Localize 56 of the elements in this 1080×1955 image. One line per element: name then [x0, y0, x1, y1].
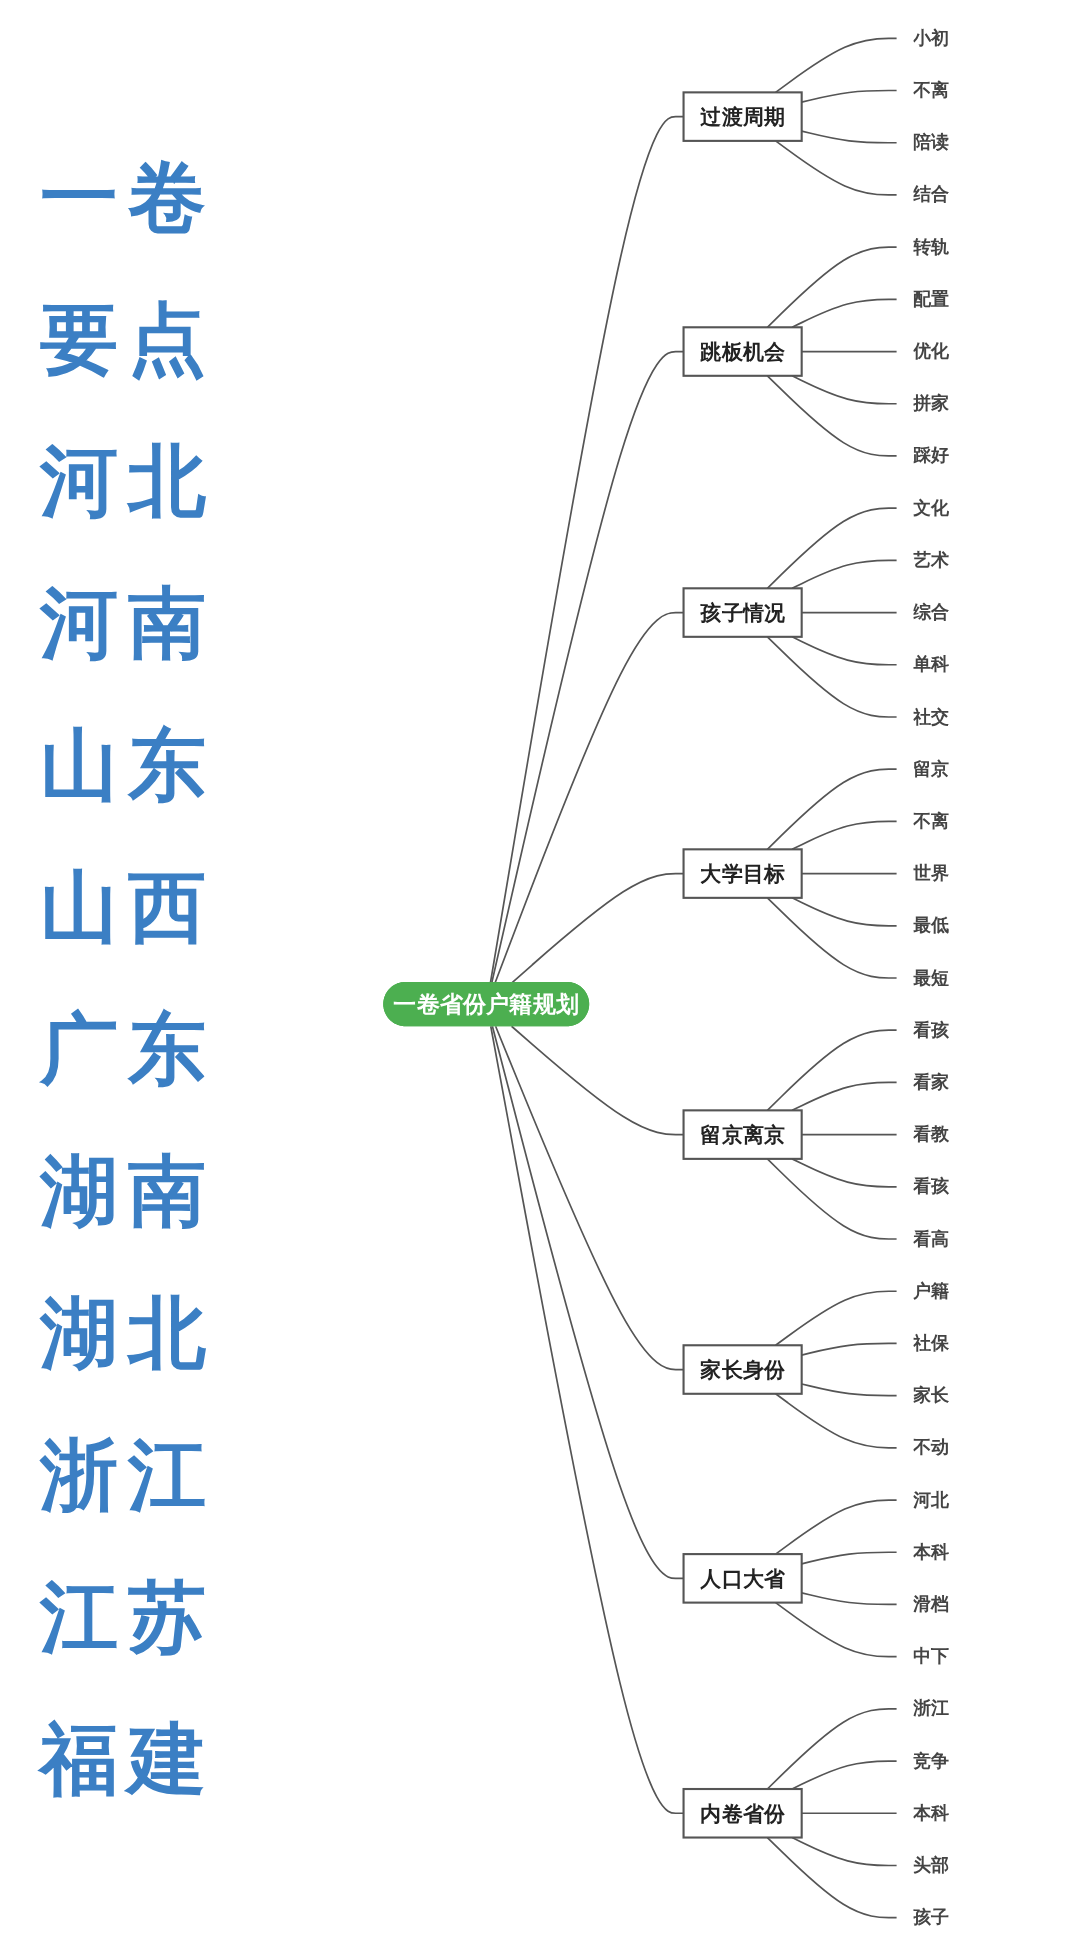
province-label: 山东 [40, 718, 217, 812]
node-box: 留京离京 [682, 1108, 803, 1160]
node-text: 户籍 [913, 1279, 950, 1301]
node-text: 社保 [913, 1331, 950, 1353]
province-label: 湖南 [40, 1144, 217, 1238]
node-text: 综合 [913, 600, 950, 622]
node-text: 头部 [913, 1853, 950, 1875]
node-text: 优化 [913, 339, 950, 361]
node-text: 艺术 [913, 548, 950, 570]
node-text: 社交 [913, 705, 950, 727]
node-text: 看高 [913, 1227, 950, 1249]
node-box: 跳板机会 [682, 325, 803, 377]
node-text: 最短 [913, 966, 950, 988]
title: 一卷要点 [40, 150, 217, 386]
node-text: 家长 [913, 1383, 950, 1405]
node-text: 踩好 [913, 444, 950, 466]
node-text: 看教 [913, 1122, 950, 1144]
province-label: 湖北 [40, 1286, 217, 1380]
node-text: 小初 [913, 26, 950, 48]
node-text: 转轨 [913, 235, 950, 257]
province-label: 江苏 [40, 1570, 217, 1664]
node-text: 配置 [913, 287, 950, 309]
node-text: 留京 [913, 757, 950, 779]
node-text: 不离 [913, 809, 950, 831]
node-text: 不离 [913, 78, 950, 100]
node-text: 拼家 [913, 391, 950, 414]
province-label: 浙江 [40, 1428, 217, 1522]
province-label: 河南 [40, 576, 217, 670]
node-box: 大学目标 [682, 847, 803, 899]
node-text: 不动 [913, 1436, 950, 1458]
province-label: 山西 [40, 860, 217, 954]
node-box: 孩子情况 [682, 586, 803, 638]
node-text: 世界 [913, 861, 950, 883]
node-text: 看孩 [913, 1174, 950, 1197]
node-text: 滑档 [913, 1592, 950, 1614]
node-text: 浙江 [913, 1697, 950, 1719]
node-text: 孩子 [913, 1905, 950, 1927]
node-box: 过渡周期 [682, 90, 803, 142]
connector [766, 1028, 898, 1111]
node-text: 河北 [913, 1488, 950, 1510]
node-text: 结合 [913, 183, 950, 205]
node-text: 本科 [913, 1801, 950, 1823]
node-text: 中下 [913, 1644, 950, 1666]
node-text: 单科 [913, 652, 950, 675]
province-label: 广东 [40, 1002, 217, 1096]
node-text: 最低 [913, 913, 950, 936]
node-box: 家长身份 [682, 1343, 803, 1395]
node-text: 看家 [913, 1070, 950, 1092]
node-text: 陪读 [913, 130, 950, 152]
node-text: 竞争 [913, 1749, 950, 1771]
node-text: 文化 [913, 496, 950, 518]
node-box: 内卷省份 [682, 1787, 803, 1839]
province-label: 河北 [40, 434, 217, 528]
node-text: 本科 [913, 1540, 950, 1562]
node-text: 看孩 [913, 1018, 950, 1040]
node-box: 人口大省 [682, 1552, 803, 1604]
